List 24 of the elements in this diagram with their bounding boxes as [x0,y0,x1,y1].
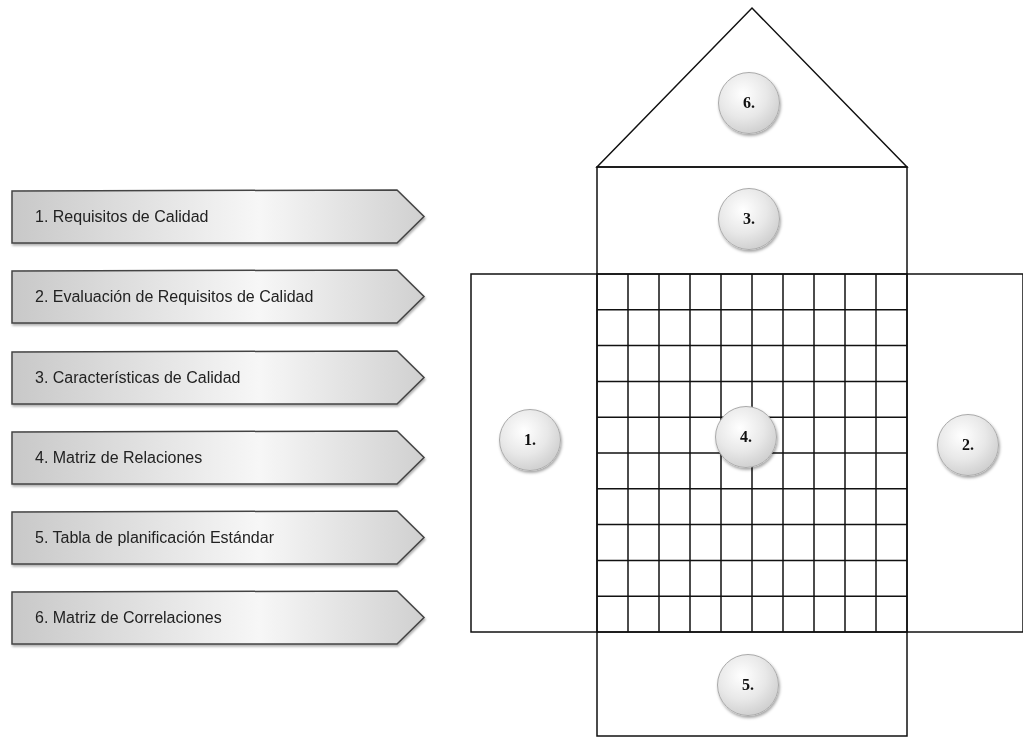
number-badge: 2. [937,414,999,476]
number-badge: 6. [718,72,780,134]
chevron-box [10,350,425,405]
step-label: 5. Tabla de planificación Estándar [35,527,274,548]
number-badge: 4. [715,406,777,468]
chevron-box [10,269,425,324]
number-badge: 3. [718,188,780,250]
step-label: 4. Matriz de Relaciones [35,447,203,468]
number-badge: 5. [717,654,779,716]
house-section [597,632,907,736]
relationship-grid [597,274,907,632]
step-label: 3. Características de Calidad [35,367,241,388]
chevron-box [10,590,425,645]
number-badge: 1. [499,409,561,471]
house-section [471,274,597,632]
chevron-box [10,189,425,244]
chevron-box [10,430,425,485]
step-label: 6. Matriz de Correlaciones [35,607,222,628]
roof-triangle [597,8,907,167]
step-label: 1. Requisitos de Calidad [35,206,209,227]
house-section [907,274,1023,632]
house-section [597,167,907,274]
step-label: 2. Evaluación de Requisitos de Calidad [35,286,314,307]
chevron-box [10,510,425,565]
